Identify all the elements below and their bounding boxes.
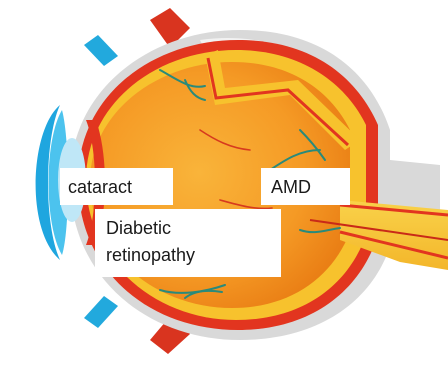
diabetic-label-line1: Diabetic (106, 215, 281, 242)
cataract-label: cataract (60, 168, 173, 205)
cataract-label-text: cataract (68, 177, 132, 197)
diabetic-label-line2: retinopathy (106, 242, 281, 269)
amd-label-text: AMD (271, 177, 311, 197)
amd-label: AMD (261, 168, 350, 205)
diabetic-retinopathy-label: Diabetic retinopathy (95, 209, 281, 277)
